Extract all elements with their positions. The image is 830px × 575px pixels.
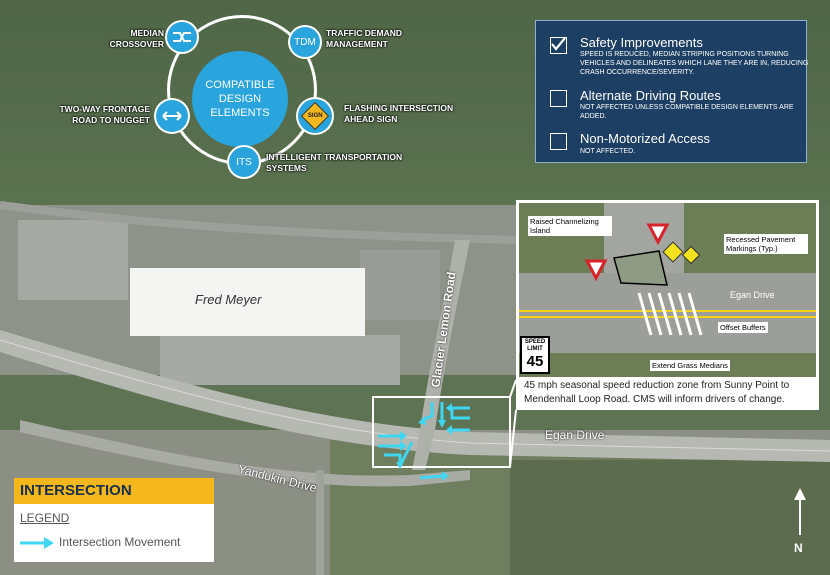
criterion-title: Safety Improvements [580,35,703,50]
two-way-arrow-icon [162,111,182,121]
yandukin-road [20,420,470,487]
criterion-desc: NOT AFFECTED UNLESS COMPATIBLE DESIGN EL… [580,104,794,120]
frontage-badge [156,100,188,132]
movement-arrow-icon [20,537,54,549]
warning-sign-icon [662,241,684,263]
criterion-desc: SPEED IS REDUCED, MEDIAN STRIPING POSITI… [580,51,809,76]
store-label: Fred Meyer [195,292,262,307]
check-icon [551,37,566,51]
median-crossover-label: MEDIAN CROSSOVER [109,28,164,49]
its-label: INTELLIGENT TRANSPORTATION SYSTEMS [266,152,403,173]
speed-sign-value: 45 [526,353,544,370]
its-badge: ITS [229,147,259,177]
tdm-badge: TDM [290,27,320,57]
inset-caption: 45 mph seasonal speed reduction zone fro… [524,380,790,405]
speed-limit-sign: SPEED LIMIT 45 [520,336,550,374]
yield-sign-icon [646,223,670,246]
legend-title: LEGEND [20,511,70,525]
raised-island-note: Raised Channelizing Island [528,216,612,236]
grass-medians-note: Extend Grass Medians [650,360,730,371]
speed-sign-top: SPEED LIMIT [524,339,546,352]
sign-badge: SIGN [298,99,332,133]
intersection-frame [372,396,511,468]
traffic-demand-label: TRAFFIC DEMAND MANAGEMENT [326,28,403,49]
warning-sign-icon: SIGN [300,101,330,131]
legend-header: INTERSECTION [14,478,214,504]
recessed-markings-note: Recessed Pavement Markings (Typ.) [724,234,808,254]
offset-buffers-note: Offset Buffers [718,322,768,333]
egan-label: Egan Drive [545,428,605,442]
criterion-title: Alternate Driving Routes [580,88,721,103]
glacier-lemon-road [412,240,470,470]
criteria-panel: Safety Improvements SPEED IS REDUCED, ME… [535,20,808,163]
checkbox-unchecked [550,133,567,150]
movement-arrows [378,402,470,480]
design-hub: COMPATIBLE DESIGN ELEMENTS [192,51,288,147]
egan-inset-label: Egan Drive [730,290,775,300]
north-label: N [794,541,803,555]
warning-sign-icon [681,245,701,265]
store-building [130,268,365,336]
flashing-sign-label: FLASHING INTERSECTION AHEAD SIGN [344,103,454,124]
criterion-desc: NOT AFFECTED. [580,148,636,155]
crossover-icon [173,32,191,42]
yield-sign-icon [584,259,608,282]
median-crossover-badge [167,22,197,52]
criterion-title: Non-Motorized Access [580,131,711,146]
legend-item-label: Intersection Movement [59,535,181,549]
checkbox-unchecked [550,90,567,107]
frontage-label: TWO-WAY FRONTAGE ROAD TO NUGGET [59,104,150,125]
intersection-inset: Raised Channelizing Island Recessed Pave… [516,200,819,410]
legend-box: INTERSECTION LEGEND Intersection Movemen… [14,478,214,562]
checkbox-checked [550,37,567,54]
